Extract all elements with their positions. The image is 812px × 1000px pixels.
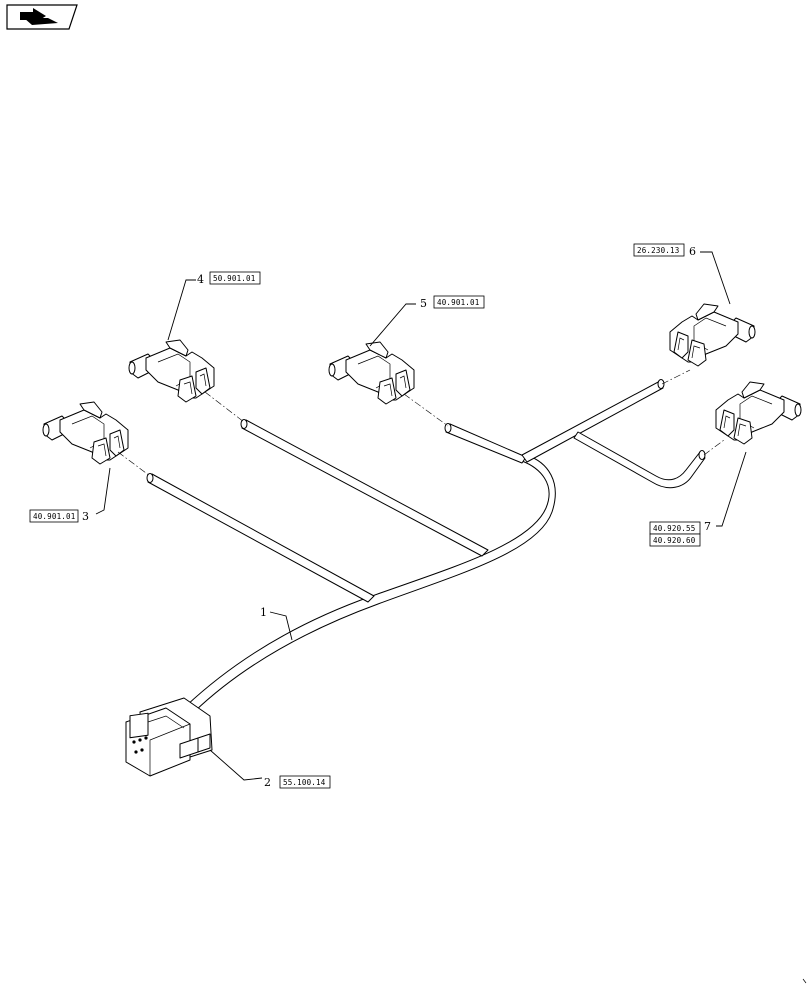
svg-text:40.901.01: 40.901.01 <box>33 512 75 521</box>
svg-text:7: 7 <box>704 520 711 533</box>
callout-7[interactable]: 40.920.55 40.920.60 7 <box>649 520 711 547</box>
svg-text:2: 2 <box>264 776 271 789</box>
svg-text:4: 4 <box>197 273 204 286</box>
callout-6[interactable]: 26.230.13 6 <box>633 243 696 258</box>
svg-text:5: 5 <box>420 297 427 310</box>
svg-text:26.230.13: 26.230.13 <box>637 246 679 255</box>
leader-lines <box>95 251 747 781</box>
callout-1: 1 <box>260 606 267 619</box>
wire-harness <box>146 379 706 713</box>
svg-text:50.901.01: 50.901.01 <box>213 274 255 283</box>
callout-2[interactable]: 2 55.100.14 <box>264 775 331 789</box>
callout-3[interactable]: 40.901.01 3 <box>29 509 89 523</box>
callout-5[interactable]: 5 40.901.01 <box>420 295 485 310</box>
callout-4[interactable]: 4 50.901.01 <box>197 271 261 286</box>
connector-3 <box>42 401 129 465</box>
next-page-arrow-icon <box>20 8 58 25</box>
main-connector-2 <box>125 697 213 777</box>
connector-7 <box>715 381 802 445</box>
connector-6 <box>669 303 756 367</box>
svg-text:1: 1 <box>260 606 267 619</box>
svg-text:6: 6 <box>689 245 696 258</box>
svg-text:40.920.55: 40.920.55 <box>653 524 695 533</box>
connector-5 <box>328 341 415 405</box>
next-page-button[interactable] <box>6 4 78 30</box>
svg-text:55.100.14: 55.100.14 <box>283 778 326 787</box>
alignment-lines <box>117 369 725 477</box>
svg-text:3: 3 <box>82 510 89 523</box>
connector-4 <box>128 339 215 403</box>
svg-text:40.901.01: 40.901.01 <box>437 298 479 307</box>
svg-text:40.920.60: 40.920.60 <box>653 536 696 545</box>
